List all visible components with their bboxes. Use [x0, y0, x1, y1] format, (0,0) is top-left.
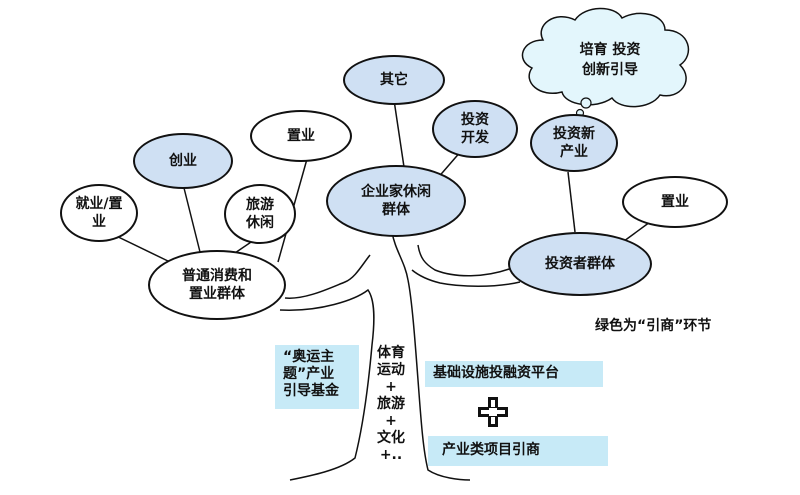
branch-line — [567, 171, 576, 233]
trunk-left-edge — [279, 288, 375, 481]
node-new-industry: 投资新 产业 — [530, 114, 618, 172]
node-entrepreneur-group: 企业家休闲 群体 — [326, 165, 466, 237]
trunk-text: 体育 运动 + 旅游 + 文化 +.. — [377, 345, 405, 463]
node-tourism: 旅游 休闲 — [224, 184, 296, 244]
node-consumer-group: 普通消费和 置业群体 — [148, 250, 286, 320]
plus-icon — [478, 397, 508, 427]
branch-line — [182, 183, 201, 253]
fund-box: “奥运主 题”产业 引导基金 — [275, 345, 359, 409]
legend-text: 绿色为“引商”环节 — [595, 318, 712, 334]
trunk-right-arm-upper — [417, 244, 513, 277]
node-real-estate-right: 置业 — [622, 176, 728, 228]
node-other: 其它 — [343, 55, 445, 105]
platform-box: 基础设施投融资平台 — [425, 361, 603, 387]
trunk-right-arm — [411, 269, 521, 287]
node-investor-group: 投资者群体 — [508, 232, 652, 296]
trunk-left-arm — [284, 254, 371, 299]
trunk-center-top — [391, 231, 409, 281]
thought-cloud — [521, 7, 690, 118]
node-startup: 创业 — [133, 133, 233, 189]
cloud-text: 培育 投资 创新引导 — [579, 42, 641, 78]
trunk-right-edge — [407, 279, 471, 481]
cloud-bubble — [580, 97, 592, 109]
node-employment: 就业/置 业 — [60, 184, 138, 242]
project-box: 产业类项目引商 — [428, 436, 608, 466]
branch-line — [109, 232, 171, 263]
node-invest-develop: 投资 开发 — [432, 100, 518, 158]
node-real-estate-left: 置业 — [250, 110, 352, 162]
branch-line — [393, 99, 405, 168]
